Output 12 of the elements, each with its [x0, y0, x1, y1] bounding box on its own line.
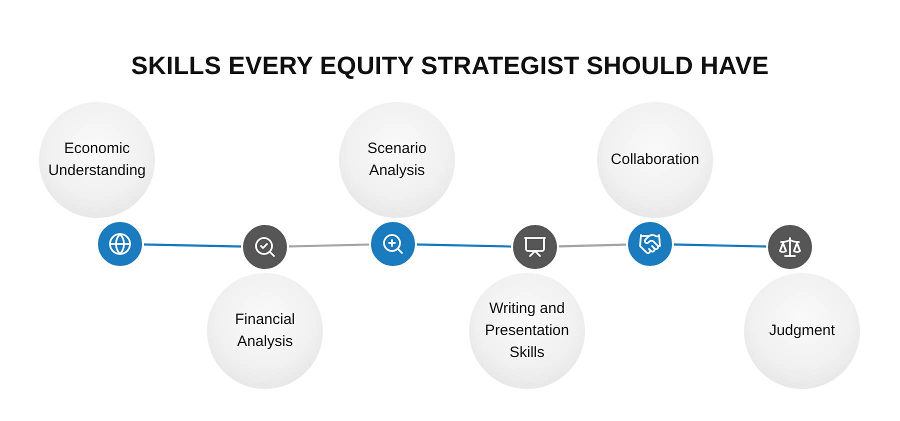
- skill-label: Scenario Analysis: [366, 139, 428, 181]
- skill-label: Collaboration: [610, 150, 700, 170]
- connector-line: [288, 243, 370, 248]
- connector-line: [416, 243, 512, 248]
- skill-label: Economic Understanding: [47, 139, 147, 181]
- title: SKILLS EVERY EQUITY STRATEGIST SHOULD HAVE: [131, 52, 769, 81]
- skill-label: Judgment: [769, 321, 835, 341]
- connector-line: [558, 244, 626, 248]
- skill-label: Financial Analysis: [234, 310, 296, 352]
- skill-label: Writing and Presentation Skills: [484, 299, 570, 363]
- connector-line: [674, 243, 766, 248]
- connector-line: [144, 243, 242, 248]
